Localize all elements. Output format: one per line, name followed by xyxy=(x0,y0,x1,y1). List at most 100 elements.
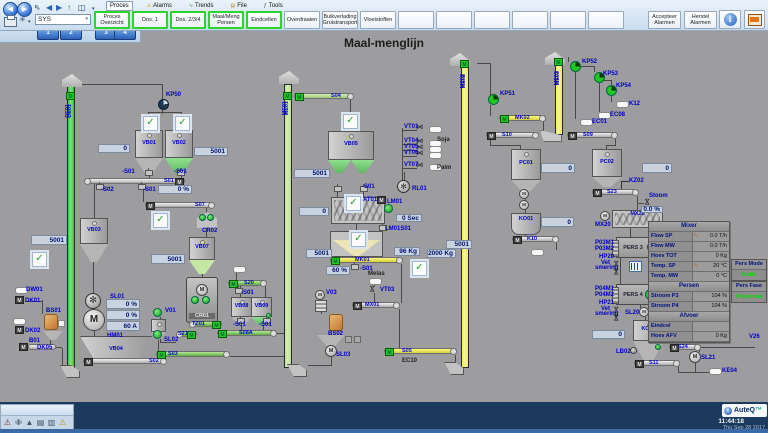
slide-gate[interactable] xyxy=(263,316,271,324)
motor-box[interactable]: M xyxy=(295,93,304,101)
report-print-button[interactable] xyxy=(744,10,765,29)
motor-cr01-motor[interactable]: M xyxy=(196,284,208,296)
motor-box[interactable]: M xyxy=(593,189,602,197)
motor-box[interactable]: M xyxy=(377,196,386,204)
fan-rl01[interactable]: ✻ xyxy=(397,180,410,193)
motor-box[interactable]: M xyxy=(187,331,196,339)
nav-button-maal-meng-persen[interactable]: Maal/Meng Persen xyxy=(208,11,244,29)
valve-vt01[interactable]: ⋈ xyxy=(416,123,423,131)
nav-button-blank[interactable] xyxy=(398,11,434,29)
nav-button-proces-overzicht[interactable]: Proces Overzicht xyxy=(94,11,130,29)
motor-box[interactable]: M xyxy=(15,296,24,304)
valve-vt04[interactable]: ⋈ xyxy=(416,137,423,145)
settings-icon[interactable]: ✳ xyxy=(19,15,26,24)
menu-item-proces[interactable]: Proces xyxy=(106,1,133,11)
arrow-right-icon[interactable]: ▶ xyxy=(56,3,63,12)
motor-box[interactable]: M xyxy=(500,115,509,123)
motor-box[interactable]: M xyxy=(283,92,292,100)
pers-pers-4[interactable]: PERS 4 xyxy=(612,284,650,305)
menu-item-alarms[interactable]: ⚠Alarms xyxy=(144,2,175,10)
info-button[interactable]: i xyxy=(719,10,741,29)
motor-box[interactable]: M xyxy=(513,236,522,244)
action-button-herstel-alarmen[interactable]: Herstel Alarmen xyxy=(684,11,717,29)
alarm-toolbar-handle[interactable] xyxy=(1,405,73,416)
sys-selector[interactable]: SYS▾ xyxy=(35,14,91,25)
menu-item-trends[interactable]: ∿Trends xyxy=(186,2,217,10)
valve-vt07[interactable]: ⋈ xyxy=(416,161,423,169)
valve-vt06[interactable]: ⋈ xyxy=(416,149,423,157)
action-button-accepteer-alarmen[interactable]: Accepteer Alarmen xyxy=(648,11,681,29)
motor-box[interactable]: M xyxy=(229,280,238,288)
conveyor[interactable] xyxy=(28,344,56,350)
menu-item-file[interactable]: ▤File xyxy=(228,2,250,10)
motor-box[interactable]: M xyxy=(146,202,155,210)
nav-button-eindcellen[interactable]: Eindcellen xyxy=(246,11,282,29)
motor-box[interactable]: M xyxy=(385,348,394,356)
warning-yellow-icon[interactable]: ⚠ xyxy=(58,418,67,427)
status-check[interactable]: ✓ xyxy=(175,116,190,131)
nav-button-overdraaien[interactable]: Overdraaien xyxy=(284,11,320,29)
valve-kp54[interactable] xyxy=(606,85,617,96)
navigate-up-icon[interactable]: ↑ xyxy=(67,3,71,12)
alarm-warning-icon[interactable]: ⚠ xyxy=(3,418,12,427)
slide-gate[interactable] xyxy=(138,182,146,190)
nav-button-dos-1[interactable]: Dos. 1 xyxy=(132,11,168,29)
edit-icon[interactable]: ✎ xyxy=(694,233,699,239)
edit-icon[interactable]: ✎ xyxy=(694,263,699,269)
status-check[interactable]: ✓ xyxy=(143,116,158,131)
motor-sl21[interactable]: M xyxy=(689,351,701,363)
filter[interactable] xyxy=(629,261,642,272)
print-icon[interactable] xyxy=(4,15,17,27)
motor-box[interactable]: M xyxy=(331,257,340,265)
pers-pers-3[interactable]: PERS 3 xyxy=(612,237,650,258)
motor-v03-motor[interactable]: M xyxy=(315,290,325,300)
motor-box[interactable]: M xyxy=(353,302,362,310)
motor-box[interactable]: M xyxy=(568,132,577,140)
dropdown-icon[interactable]: ▾ xyxy=(92,6,95,12)
motor-box[interactable]: M xyxy=(157,351,166,359)
motor-box[interactable]: M xyxy=(635,360,644,368)
motor-box[interactable]: M xyxy=(554,58,563,66)
elevator-me02[interactable] xyxy=(461,66,469,368)
valve-kp53[interactable] xyxy=(594,72,605,83)
mixer-row-value[interactable]: ✎0.0 T/h xyxy=(693,232,729,241)
nav-button-blank[interactable] xyxy=(474,11,510,29)
nav-button-dos-2-3-4[interactable]: Dos. 2/3/4 xyxy=(170,11,206,29)
motor-sl03[interactable]: M xyxy=(325,345,337,357)
alarm-up-icon[interactable]: ▲ xyxy=(25,418,34,427)
status-check[interactable]: ✓ xyxy=(351,232,366,247)
motor-box[interactable]: M xyxy=(66,92,75,100)
valve-kp51[interactable] xyxy=(488,94,499,105)
motor-box[interactable]: M xyxy=(212,321,221,329)
slide-gate[interactable] xyxy=(177,168,185,176)
elevator-de01[interactable] xyxy=(67,86,75,375)
slide-gate[interactable] xyxy=(360,184,368,192)
arrow-left-icon[interactable]: ◀ xyxy=(46,3,53,12)
nav-button-vloeistoffen[interactable]: Vloeistoffen xyxy=(360,11,396,29)
nav-button-blank[interactable] xyxy=(588,11,624,29)
alarm-ack-icon[interactable]: ✙ xyxy=(15,418,22,427)
nav-button-bulkverlading-gruistransport[interactable]: Bulkverlading Gruistransport xyxy=(322,11,358,29)
motor-box[interactable]: M xyxy=(487,132,496,140)
alarm-page-icon[interactable]: ▤ xyxy=(36,418,45,427)
motor-pc01-feeder-1[interactable]: M xyxy=(519,189,529,199)
select-cursor-icon[interactable]: ⇖ xyxy=(34,3,41,12)
slide-gate[interactable] xyxy=(96,182,104,190)
valve-kp52[interactable] xyxy=(570,61,581,72)
motor-mx20-motor[interactable]: M xyxy=(600,211,610,221)
motor-box[interactable]: M xyxy=(15,326,24,334)
status-check[interactable]: ✓ xyxy=(32,252,47,267)
